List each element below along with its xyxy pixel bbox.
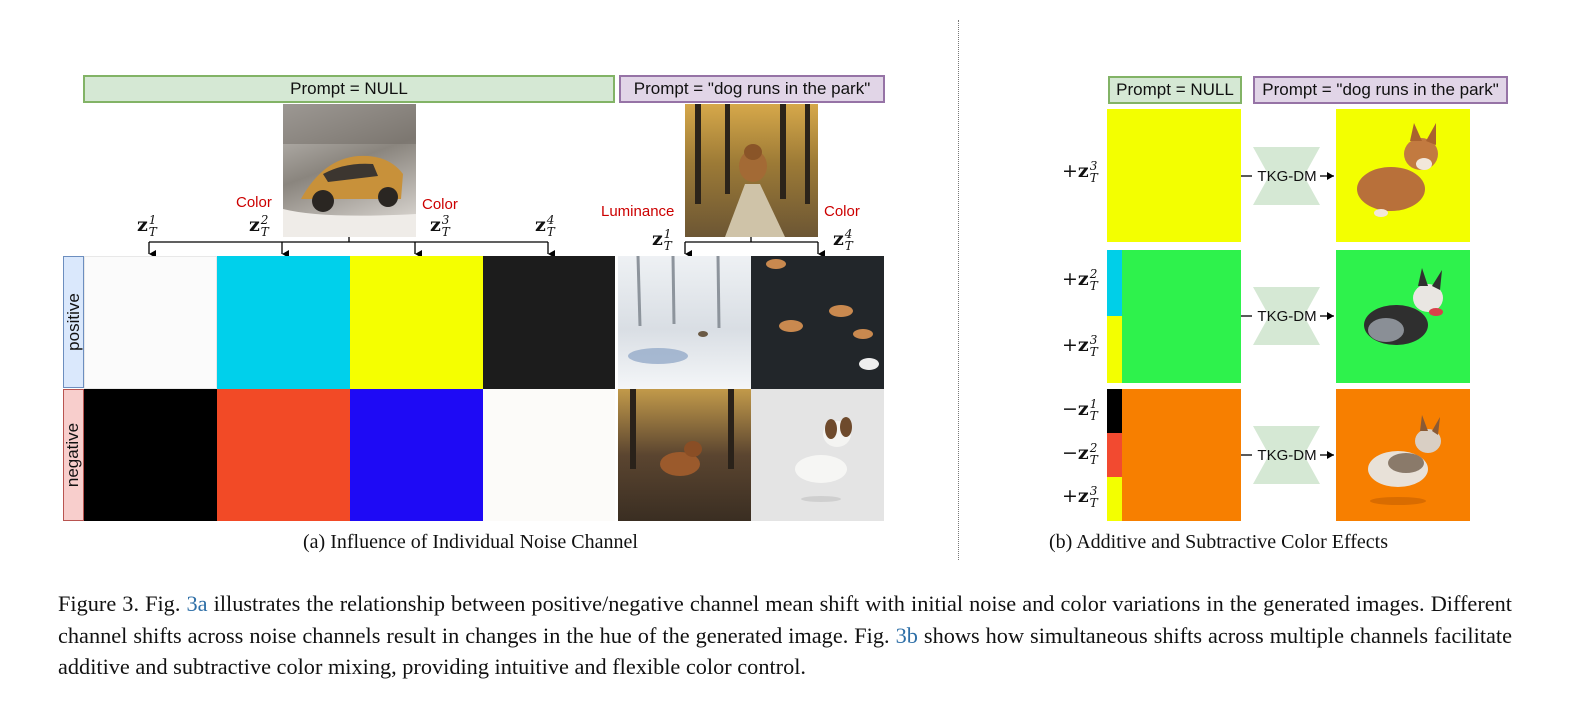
autumn-dog-image (618, 389, 751, 521)
caption-panel-b: (b) Additive and Subtractive Color Effec… (1049, 531, 1388, 553)
caption-text-2: illustrates the relationship between pos… (58, 591, 1512, 648)
dog-park-image (685, 104, 818, 237)
row-label-text: positive (63, 293, 83, 351)
dog-green-drawing (1364, 268, 1443, 345)
connector-lines-a (148, 237, 825, 258)
header-text: Prompt = NULL (290, 79, 408, 98)
caption-text-1: Figure 3. Fig. (58, 591, 187, 616)
header-text: Prompt = "dog runs in the park" (633, 79, 871, 98)
panel-divider (958, 20, 959, 560)
positive-channel-2-swatch (217, 256, 350, 389)
figure-ref-3a-link[interactable]: 3a (186, 591, 208, 616)
negative-channel-4-swatch (483, 389, 615, 521)
label-luminance: Luminance (601, 203, 675, 220)
positive-channel-3-swatch (350, 256, 483, 389)
row2-strip-yellow (1107, 316, 1122, 383)
figure-caption: Figure 3. Fig. 3a illustrates the relati… (58, 588, 1512, 683)
dog-park-drawing (695, 104, 810, 237)
row3-strip-black (1107, 389, 1122, 433)
header-prompt-null-a: Prompt = NULL (83, 75, 615, 103)
dogs-dark-image (751, 256, 884, 389)
negative-channel-2-swatch (217, 389, 350, 521)
snow-park-drawing (628, 256, 721, 364)
car-wreck-image (283, 104, 416, 237)
output-dog-green (1336, 250, 1470, 383)
label-color-right: Color (422, 196, 458, 213)
row3-strip-red (1107, 433, 1122, 477)
output-dog-yellow (1336, 109, 1470, 242)
white-dog-image (751, 389, 884, 521)
header-text: Prompt = "dog runs in the park" (1262, 80, 1499, 99)
row-label-positive: positive (63, 256, 84, 388)
figure-ref-3b-link[interactable]: 3b (895, 622, 918, 648)
header-prompt-dog-b: Prompt = "dog runs in the park" (1253, 76, 1508, 104)
row3-noise-swatch (1122, 389, 1241, 521)
row2-strip-cyan (1107, 250, 1122, 316)
row2-noise-swatch (1122, 250, 1241, 383)
positive-channel-1-swatch (84, 256, 217, 389)
positive-channel-4-swatch (483, 256, 615, 389)
header-prompt-null-b: Prompt = NULL (1108, 76, 1242, 104)
tkg-dm-label-row3: TKG-DM (1257, 446, 1317, 464)
white-dog-drawing (795, 417, 852, 502)
tkg-dm-label-row2: TKG-DM (1257, 307, 1317, 325)
dogs-dark-drawing (766, 259, 879, 370)
caption-panel-a: (a) Influence of Individual Noise Channe… (303, 531, 638, 553)
row-label-negative: negative (63, 389, 84, 521)
row-label-text: negative (63, 422, 83, 488)
dog-orange-drawing (1368, 415, 1441, 505)
negative-channel-1-swatch (84, 389, 217, 521)
car-wreck-drawing (283, 104, 416, 237)
output-dog-orange (1336, 389, 1470, 521)
caption-text-3: shows how simultaneous shifts across mul… (58, 622, 1512, 680)
negative-channel-3-swatch (350, 389, 483, 521)
row3-strip-yellow (1107, 477, 1122, 521)
header-prompt-dog-a: Prompt = "dog runs in the park" (619, 75, 885, 103)
dog-yellow-drawing (1357, 123, 1438, 217)
label-color-prompt: Color (824, 203, 860, 220)
snow-park-image (618, 256, 751, 389)
tkg-dm-label-row1: TKG-DM (1257, 167, 1317, 185)
header-text: Prompt = NULL (1116, 80, 1234, 99)
autumn-dog-drawing (630, 389, 734, 476)
label-color-left: Color (236, 194, 272, 211)
tkg-dm-shapes (1241, 147, 1334, 484)
row1-noise-swatch (1107, 109, 1241, 242)
